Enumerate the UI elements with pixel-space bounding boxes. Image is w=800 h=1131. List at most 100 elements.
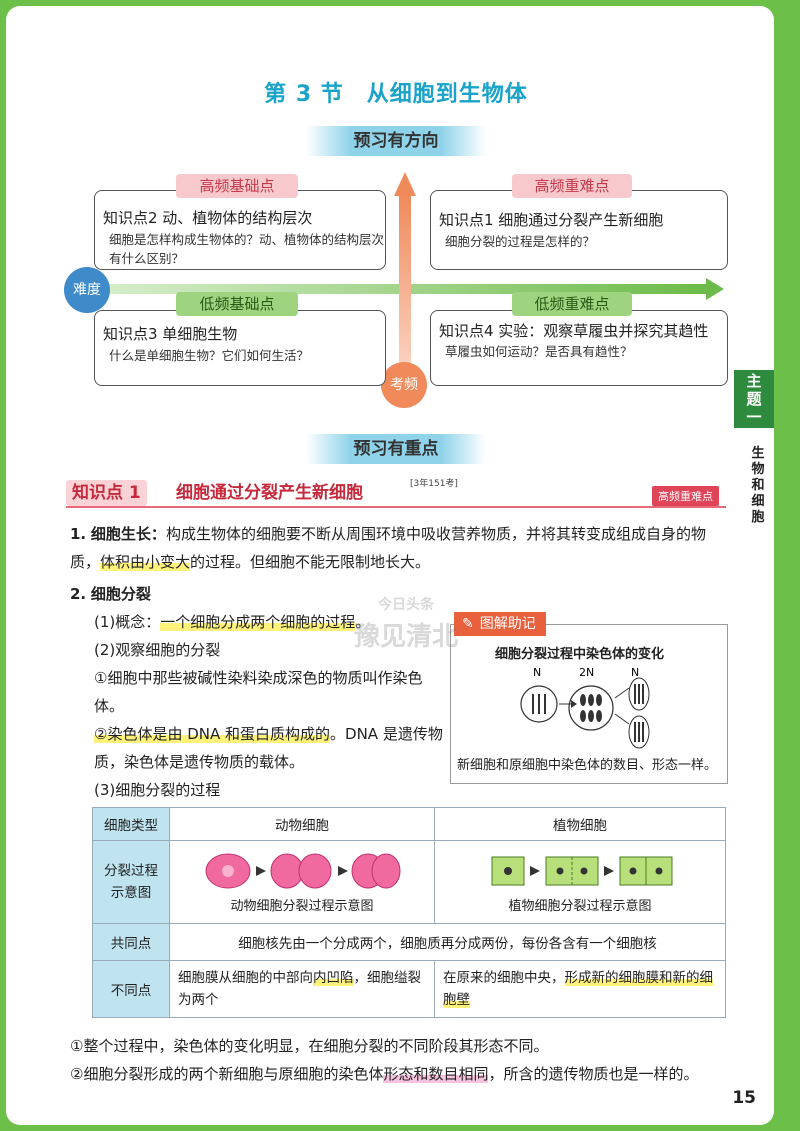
cell-growth-heading: 细胞生长： <box>90 525 166 543</box>
animal-division-diagram <box>205 853 401 888</box>
cell-division-table: 细胞类型 动物细胞 植物细胞 分裂过程示意图 动物细胞分裂过程示意图 <box>92 807 726 1018</box>
tag-high-difficult: 高频重难点 <box>512 174 632 198</box>
quadrant-sub: 细胞是怎样构成生物体的？动、植物体的结构层次有什么区别？ <box>109 232 385 267</box>
quadrant-sub: 细胞分裂的过程是怎样的？ <box>445 234 596 249</box>
table-row: 细胞类型 动物细胞 植物细胞 <box>92 807 726 841</box>
horizontal-axis-arrow <box>706 278 724 300</box>
tag-low-basic: 低频基础点 <box>176 292 298 316</box>
animal-diff-highlight: 内凹陷 <box>313 970 354 986</box>
note-2: ②细胞分裂形成的两个新细胞与原细胞的染色体形态和数目相同，所含的遗传物质也是一样… <box>70 1060 760 1088</box>
chromosome-diagram: N 2N N <box>520 666 650 749</box>
new-cell-bottom <box>628 715 650 749</box>
plant-division-diagram <box>491 856 673 885</box>
knowledge-point-label: 知识点 1 <box>66 480 147 506</box>
quadrant-low-difficult: 知识点4 实验：观察草履虫并探究其趋性 草履虫如何运动？是否具有趋性？ <box>430 310 728 386</box>
animal-diff-text: 细胞膜从细胞的中部向 <box>178 970 313 986</box>
pencil-icon: ✎ <box>462 616 474 632</box>
section-title: 第 3 节 从细胞到生物体 <box>264 82 528 107</box>
figure-label-n1: N <box>533 666 541 679</box>
watermark: 今日头条 豫见清北 <box>306 594 506 653</box>
figure-label-n2: N <box>631 666 639 679</box>
cell-growth-paragraph: 1. 细胞生长：构成生物体的细胞要不断从周围环境中吸收营养物质，并将其转变成组成… <box>70 520 730 576</box>
plant-difference: 在原来的细胞中央，形成新的细胞膜和新的细胞壁 <box>434 960 726 1018</box>
header-cell-type: 细胞类型 <box>92 807 170 841</box>
concept-end: 。 <box>355 613 371 631</box>
quadrant-high-difficult: 知识点1 细胞通过分裂产生新细胞 细胞分裂的过程是怎样的？ <box>430 190 728 270</box>
arrow-icon <box>338 865 348 876</box>
animal-cell-3b <box>371 853 401 888</box>
chromosomes-new-top <box>634 684 644 704</box>
plant-nucleus-2b <box>580 867 588 874</box>
note-2-highlight: 形态和数目相同 <box>383 1065 489 1083</box>
tag-low-difficult: 低频重难点 <box>512 292 632 316</box>
animal-diagram-cell: 动物细胞分裂过程示意图 <box>169 840 435 924</box>
watermark-line-2: 豫见清北 <box>353 622 458 652</box>
note-1: ①整个过程中，染色体的变化明显，在细胞分裂的不同阶段其形态不同。 <box>70 1037 549 1055</box>
plant-cell-header: 植物细胞 <box>434 807 726 841</box>
chromosomes-2n <box>580 694 602 722</box>
difficulty-badge: 高频重难点 <box>652 486 719 506</box>
header-same: 共同点 <box>92 923 170 961</box>
quadrant-main: 知识点3 单细胞生物 <box>103 325 238 343</box>
quadrant-main: 知识点1 细胞通过分裂产生新细胞 <box>439 211 664 229</box>
quadrant-main: 知识点2 动、植物体的结构层次 <box>103 209 313 227</box>
division-process-heading: (3)细胞分裂的过程 <box>94 781 221 799</box>
animal-cell-2a <box>270 853 304 888</box>
heading-underline <box>66 506 726 508</box>
plant-diagram-caption: 植物细胞分裂过程示意图 <box>508 898 652 914</box>
cell-division-heading-row: 2. 细胞分裂 <box>70 580 151 608</box>
exam-frequency: [3年151考] <box>410 479 458 489</box>
focus-banner: 预习有重点 <box>306 434 486 464</box>
table-row: 不同点 细胞膜从细胞的中部向内凹陷，细胞缢裂为两个 在原来的细胞中央，形成新的细… <box>92 960 726 1018</box>
cell-division-heading: 细胞分裂 <box>90 585 151 603</box>
difficulty-axis-label: 难度 <box>64 267 110 313</box>
chromosome-definition: ①细胞中那些被碱性染料染成深色的物质叫作染色体。 <box>94 669 423 715</box>
arrow-icon <box>604 865 614 876</box>
animal-diff-text-end: ，细胞缢裂为两个 <box>178 970 421 1008</box>
original-cell <box>520 685 558 723</box>
chromosome-composition-text: 。DNA 是遗传物质，染色体是遗传物质的载体。 <box>94 725 443 771</box>
plant-nucleus-1 <box>504 866 512 875</box>
figure-caption: 新细胞和原细胞中染色体的数目、形态一样。 <box>457 758 718 773</box>
plant-nucleus-2a <box>556 867 564 874</box>
concept-highlight: 一个细胞分成两个细胞的过程 <box>160 613 356 631</box>
table-row: 共同点 细胞核先由一个分成两个，细胞质再分成两份，每份各含有一个细胞核 <box>92 923 726 961</box>
note-2-text-end: ，所含的遗传物质也是一样的。 <box>488 1065 699 1083</box>
frequency-axis-label: 考频 <box>381 362 427 408</box>
chromosome-figure: 细胞分裂过程中染色体的变化 N 2N N 新细胞和原细胞中染色体的数目、形态一样… <box>450 624 728 784</box>
table-row: 分裂过程示意图 动物细胞分裂过程示意图 <box>92 840 726 924</box>
plant-cell-2 <box>545 856 599 885</box>
item-number: 2. <box>70 585 87 603</box>
arrow-icon <box>530 865 540 876</box>
concept-label: (1)概念： <box>94 613 161 631</box>
header-process: 分裂过程示意图 <box>92 840 170 924</box>
arrow-icon <box>256 865 266 876</box>
figure-label-2n: 2N <box>579 666 594 679</box>
quadrant-high-basic: 知识点2 动、植物体的结构层次 细胞是怎样构成生物体的？动、植物体的结构层次有什… <box>94 190 386 270</box>
figure-title: 细胞分裂过程中染色体的变化 <box>495 647 665 662</box>
animal-nucleus-1 <box>222 864 234 877</box>
figure-tag-label: 图解助记 <box>479 616 536 632</box>
tag-high-basic: 高频基础点 <box>176 174 298 198</box>
quadrant-sub: 什么是单细胞生物？它们如何生活？ <box>109 348 310 363</box>
plant-diagram-cell: 植物细胞分裂过程示意图 <box>434 840 726 924</box>
chromosome-composition: ②染色体是由 DNA 和蛋白质构成的。DNA 是遗传物质，染色体是遗传物质的载体… <box>94 720 444 776</box>
concept-line: (1)概念：一个细胞分成两个细胞的过程。 <box>94 608 444 636</box>
arrow-2a <box>614 687 630 699</box>
item-number: 1. <box>70 525 87 543</box>
preview-banner: 预习有方向 <box>306 126 486 156</box>
difficulty-frequency-axes <box>96 172 724 382</box>
knowledge-point-title: 细胞通过分裂产生新细胞 <box>176 483 363 503</box>
arrow-1-head <box>571 700 577 708</box>
animal-cell-header: 动物细胞 <box>169 807 435 841</box>
quadrant-main: 知识点4 实验：观察草履虫并探究其趋性 <box>439 322 709 340</box>
chromosomes-n <box>532 694 546 714</box>
page: 第 3 节 从细胞到生物体 预习有方向 难度 考频 知识点2 动、植物体的结构层… <box>6 6 774 1125</box>
chromosome-composition-highlight: ②染色体是由 DNA 和蛋白质构成的 <box>94 725 331 743</box>
plant-nucleus-3a <box>629 867 637 874</box>
plant-nucleus-3b <box>655 867 663 874</box>
arrow-2b <box>614 713 630 725</box>
theme-tab[interactable]: 主题一 <box>734 370 774 428</box>
theme-label: 主题一 <box>746 372 762 426</box>
animal-cell-2b <box>298 853 332 888</box>
